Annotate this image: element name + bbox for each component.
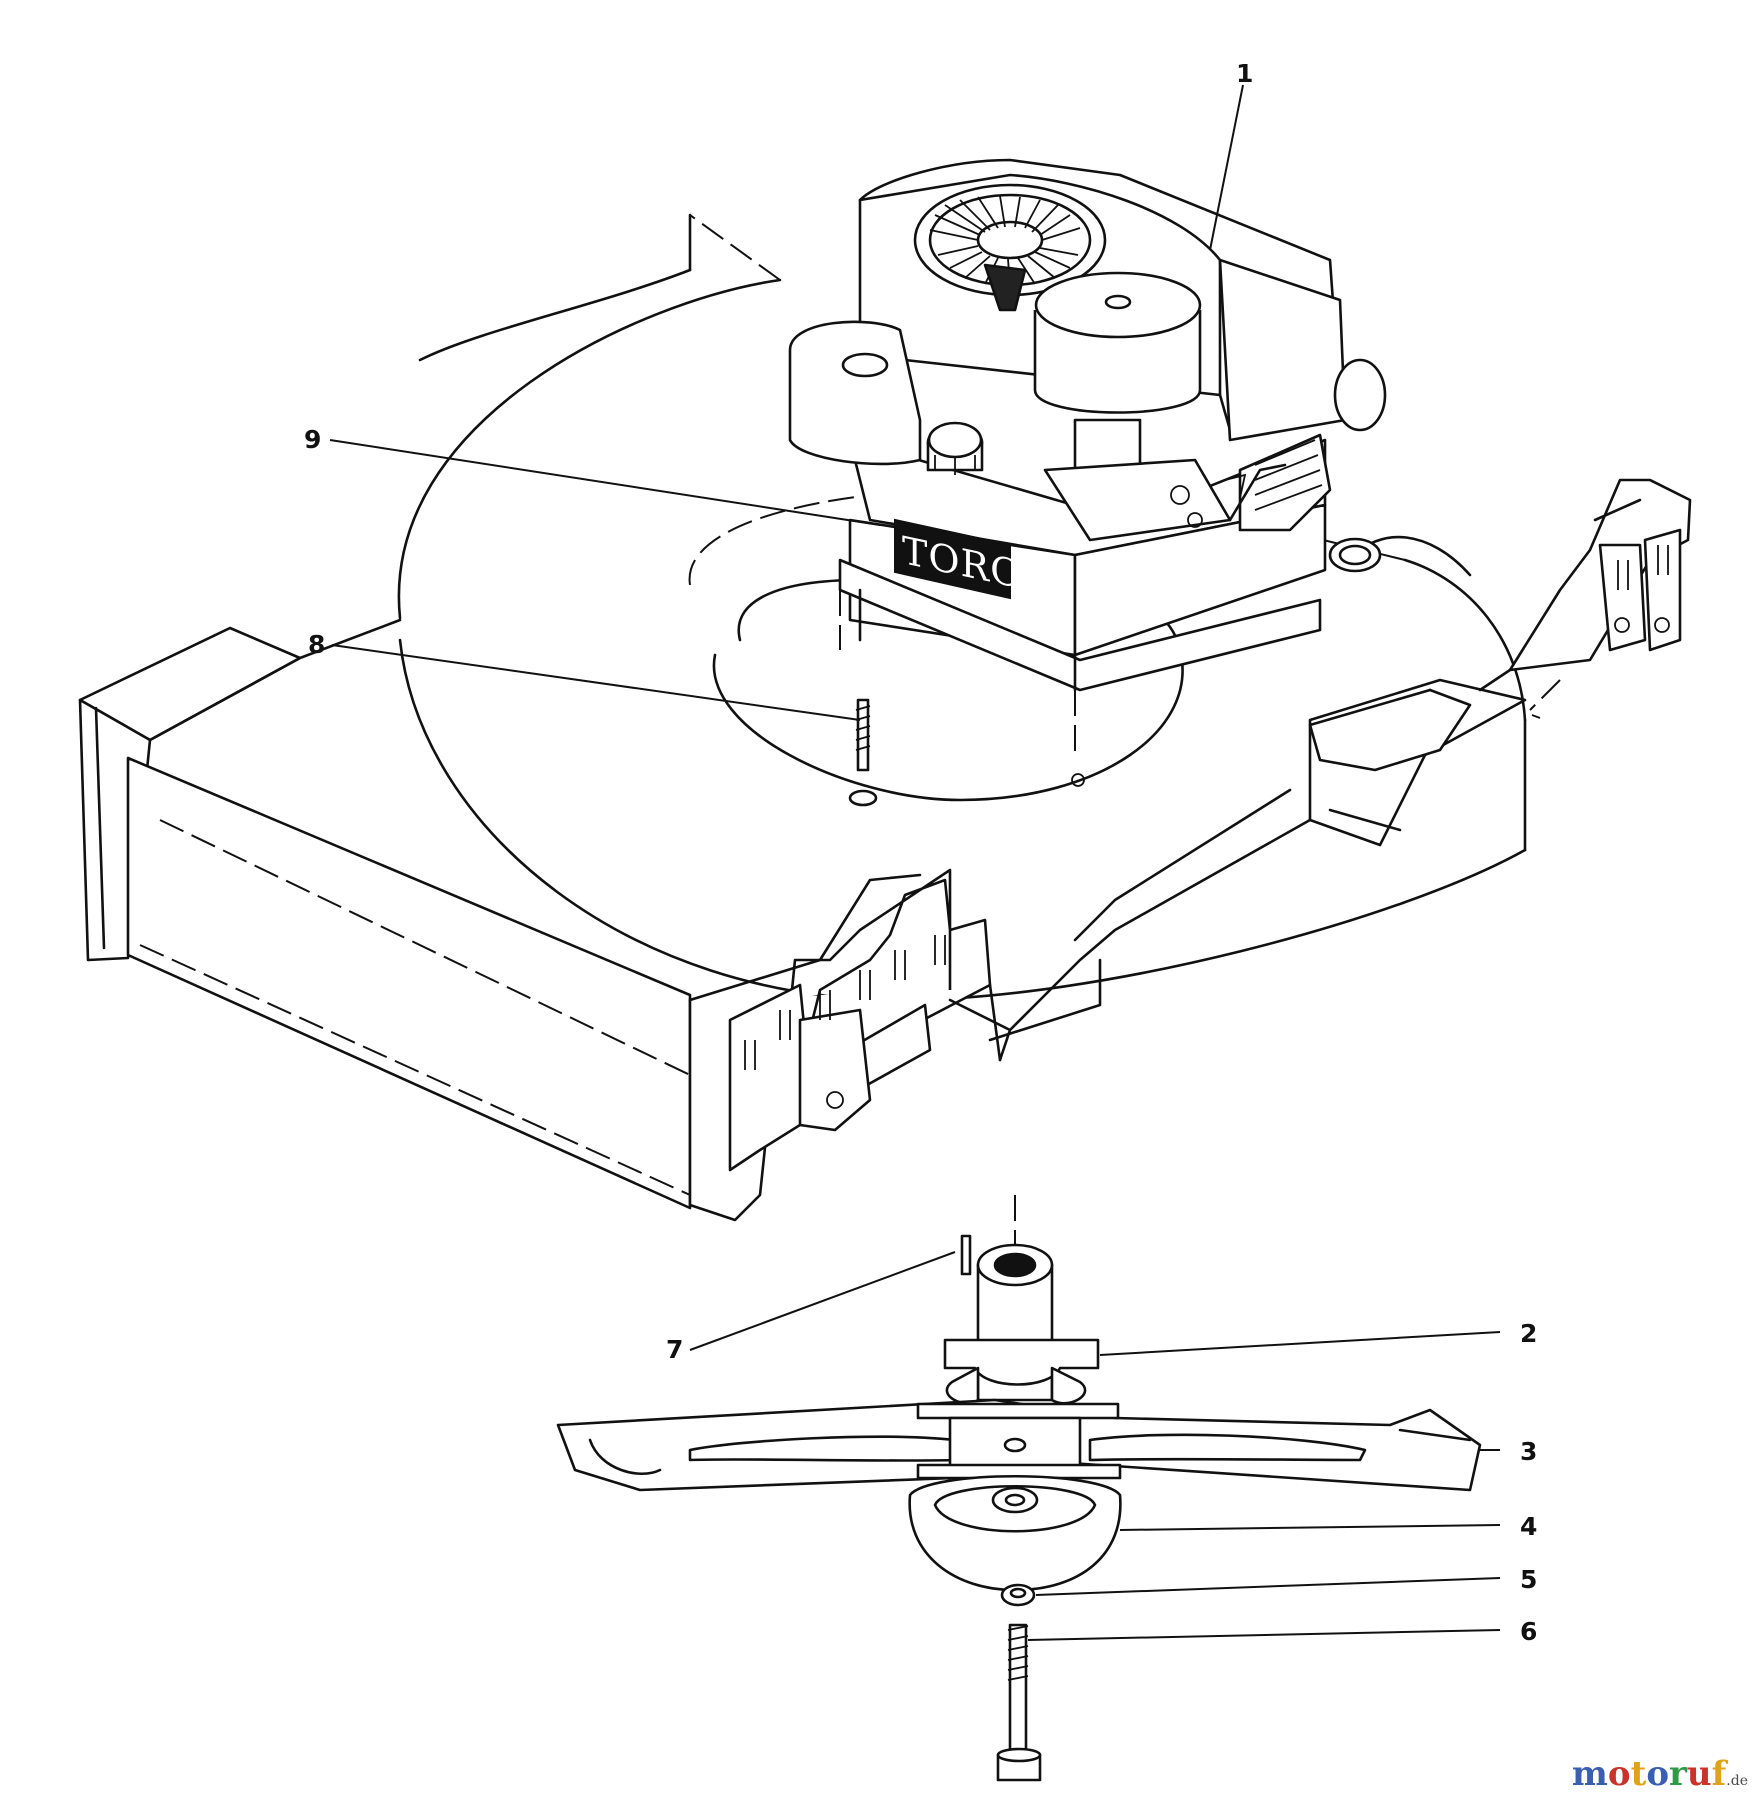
- callout-2: 2: [1520, 1319, 1537, 1348]
- engine: TORO: [788, 158, 1387, 807]
- watermark-logo: motoruf.de: [1572, 1754, 1748, 1794]
- watermark-letter: o: [1646, 1754, 1669, 1794]
- mower-deck: [78, 213, 1692, 1222]
- blade-assembly: [556, 1195, 1482, 1782]
- callout-8: 8: [308, 630, 325, 659]
- watermark-letter: t: [1630, 1754, 1647, 1794]
- watermark-letter: f: [1711, 1754, 1727, 1794]
- watermark-suffix: .de: [1726, 1773, 1748, 1789]
- callout-5: 5: [1520, 1565, 1537, 1594]
- callout-4: 4: [1520, 1512, 1537, 1541]
- callout-3: 3: [1520, 1437, 1537, 1466]
- callout-9: 9: [304, 425, 321, 454]
- watermark-letter: u: [1686, 1754, 1712, 1794]
- watermark-letter: m: [1571, 1754, 1608, 1794]
- callout-1: 1: [1236, 59, 1253, 88]
- callout-labels: 1 2 3 4 5 6 7 8 9: [304, 59, 1537, 1646]
- watermark-letter: r: [1669, 1754, 1687, 1794]
- callout-6: 6: [1520, 1617, 1537, 1646]
- callout-leaders: [329, 84, 1501, 1641]
- callout-7: 7: [666, 1335, 683, 1364]
- fan-grille: [929, 195, 1081, 312]
- watermark-letter: o: [1607, 1754, 1631, 1794]
